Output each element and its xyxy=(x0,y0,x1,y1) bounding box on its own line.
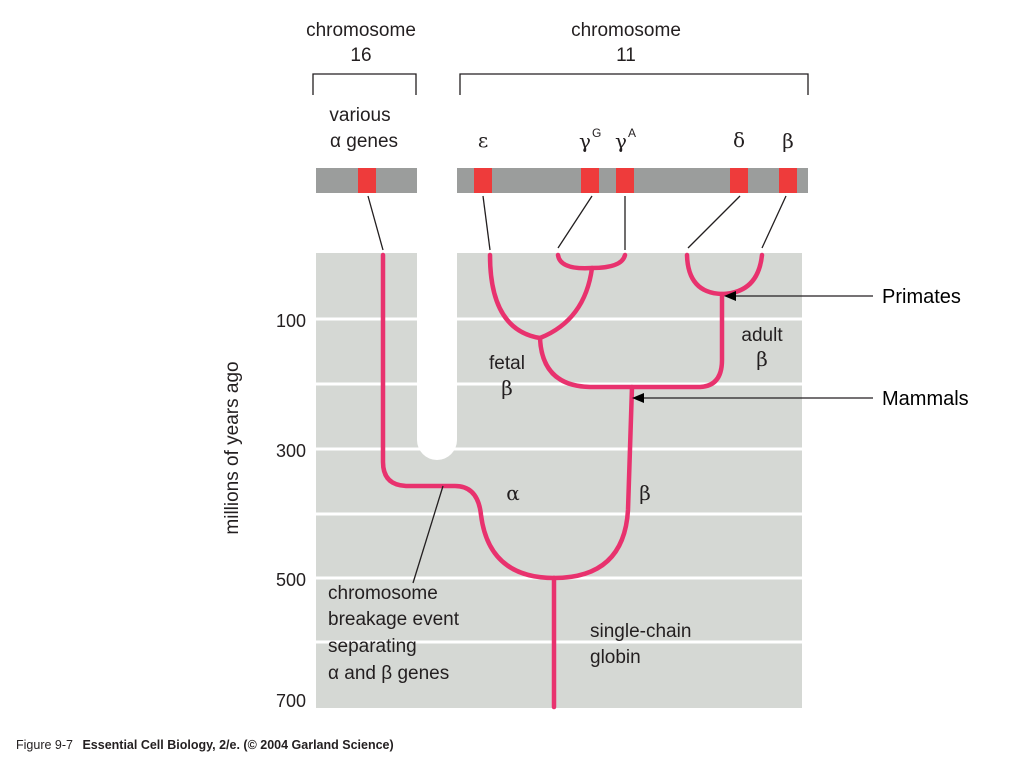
caption-source: Essential Cell Biology, 2/e. (© 2004 Gar… xyxy=(82,738,393,752)
epsilon-connector xyxy=(482,195,491,251)
epsilon-gene-block xyxy=(474,168,492,193)
delta-connector xyxy=(687,195,741,249)
gamma-g-gene-label: γ xyxy=(579,129,591,153)
chromosome-16-label: chromosome xyxy=(306,20,416,41)
caption-figure-number: Figure 9-7 xyxy=(16,738,73,752)
fetal-label: fetal xyxy=(489,353,525,374)
single-chain-label-line1: single-chain xyxy=(590,621,691,642)
delta-beta-split-branch xyxy=(684,252,765,297)
primates-arrowhead xyxy=(724,291,736,301)
gamma-g-superscript: G xyxy=(592,126,601,140)
beta-gene-block xyxy=(779,168,797,193)
various-genes-label: various xyxy=(329,105,390,126)
breakage-label-line2: breakage event xyxy=(328,609,460,630)
beta-gene-label: β xyxy=(782,129,794,153)
gamma-g-gene-block xyxy=(581,168,599,193)
epsilon-gene-label: ε xyxy=(478,128,488,152)
mammals-arrowhead xyxy=(632,393,644,403)
adult-label: adult xyxy=(741,325,783,346)
tick-label-700: 700 xyxy=(276,691,306,711)
tick-label-100: 100 xyxy=(276,311,306,331)
adult-beta-label: β xyxy=(756,347,768,371)
gene-connectors xyxy=(367,195,787,251)
alpha-connector xyxy=(367,195,384,251)
figure-caption: Figure 9-7 Essential Cell Biology, 2/e. … xyxy=(16,738,394,752)
delta-gene-label: δ xyxy=(733,128,745,152)
single-chain-label-line2: globin xyxy=(590,647,641,668)
y-axis-label: millions of years ago xyxy=(222,361,243,534)
timeline-panel xyxy=(316,253,802,708)
alpha-branch xyxy=(380,252,557,581)
chromosome-16-bracket xyxy=(312,73,417,95)
mammals-label: Mammals xyxy=(882,388,969,410)
breakage-label-line3: separating xyxy=(328,636,417,657)
band-lines xyxy=(316,317,802,644)
primates-label: Primates xyxy=(882,286,961,308)
gamma-a-superscript: A xyxy=(628,126,636,140)
alpha-branch-label: α xyxy=(506,481,520,505)
chromosome-11-number: 11 xyxy=(616,45,636,66)
beta-branch xyxy=(551,384,635,581)
delta-gene-block xyxy=(730,168,748,193)
gamma-g-connector xyxy=(557,195,593,249)
alpha-gene-block xyxy=(358,168,376,193)
fetal-beta-branch xyxy=(487,252,595,341)
gamma-a-gene-block xyxy=(616,168,634,193)
fetal-adult-split xyxy=(537,291,725,390)
chromosome-16-number: 16 xyxy=(350,45,371,66)
gamma-a-gene-label: γ xyxy=(615,129,627,153)
chromosome-11-bracket xyxy=(459,73,809,95)
alpha-genes-label: α genes xyxy=(330,131,398,152)
beta-connector xyxy=(761,195,787,249)
gamma-split-branch xyxy=(555,252,628,271)
breakage-leader-line xyxy=(412,485,444,584)
tick-label-500: 500 xyxy=(276,570,306,590)
beta-branch-label: β xyxy=(639,481,651,505)
breakage-label-line1: chromosome xyxy=(328,583,438,604)
globin-tree xyxy=(380,252,765,710)
chromosome-11-label: chromosome xyxy=(571,20,681,41)
breakage-label-line4: α and β genes xyxy=(328,663,449,684)
fetal-beta-label: β xyxy=(501,376,513,400)
tick-label-300: 300 xyxy=(276,441,306,461)
